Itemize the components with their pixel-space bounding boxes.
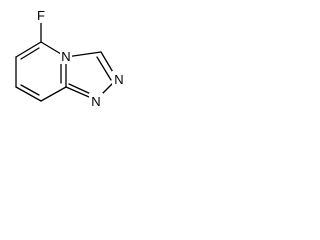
bond-c8a-c8 [40, 86, 67, 102]
bottom-nitrogen-label: N [91, 94, 100, 109]
structure-diagram: F N N N [0, 0, 142, 132]
bridge-nitrogen-label: N [61, 49, 70, 64]
bond-c6-c5 [15, 41, 42, 58]
bond-c3-n2-double [96, 56, 112, 81]
atom-labels: F N N N [35, 8, 126, 109]
bond-c7-c8-inner [20, 84, 40, 96]
fluorine-label: F [37, 8, 45, 23]
bridge-nitrogen-label-bg [60, 49, 72, 64]
bottom-nitrogen-label-bg [89, 93, 103, 108]
right-nitrogen-label: N [114, 72, 123, 87]
bond-c8-c7 [15, 86, 42, 102]
fluorine-label-bg [35, 8, 47, 23]
bond-c5-c6-inner [20, 47, 40, 60]
right-nitrogen-label-bg [112, 71, 126, 86]
molecule-svg: F N N N [15, 8, 126, 109]
